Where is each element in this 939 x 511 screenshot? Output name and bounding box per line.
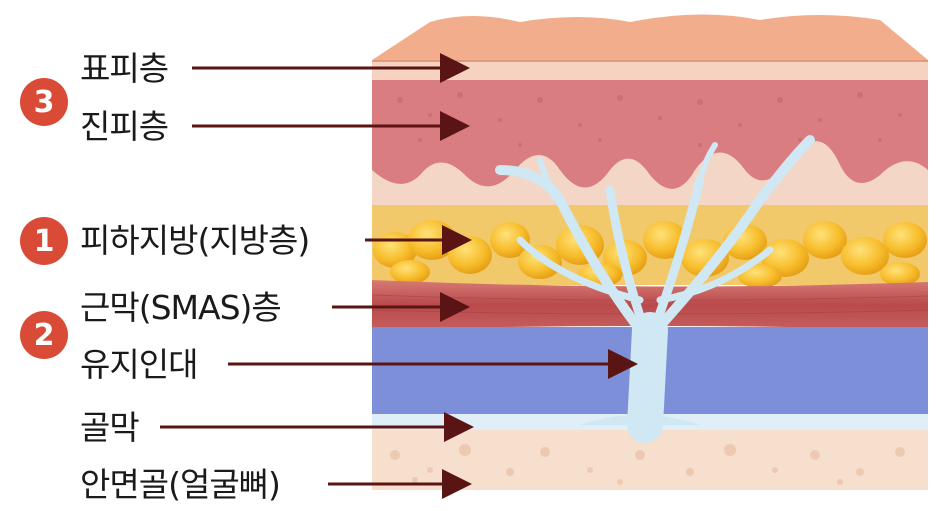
fat-globule [883,222,927,258]
fat-globule [643,221,687,259]
label-periosteum: 골막 [80,408,140,447]
fat-globule [841,237,889,275]
fat-globule [490,222,530,258]
smas-layer [372,280,928,330]
dermis-layer [372,80,928,189]
epidermis-band [372,62,928,80]
badge-2: 2 [20,311,68,359]
fat-globule [738,264,782,288]
fat-globule [880,262,920,286]
fat-globule [681,239,729,277]
retaining-ligament [495,135,815,443]
fat-globule [518,245,562,279]
label-dermis: 진피층 [80,107,169,146]
fat-globule [448,236,492,274]
label-retaining-ligament: 유지인대 [80,345,198,384]
label-subcutaneous-fat: 피하지방(지방층) [80,221,310,260]
fat-globule [390,260,430,284]
label-smas: 근막(SMAS)층 [80,288,282,327]
label-epidermis: 표피층 [80,49,169,88]
badge-1: 1 [20,217,68,265]
fat-globule [803,221,847,259]
epidermis-top-surface [372,14,928,60]
label-facial-bone: 안면골(얼굴뼈) [80,465,281,504]
badge-3: 3 [20,78,68,126]
